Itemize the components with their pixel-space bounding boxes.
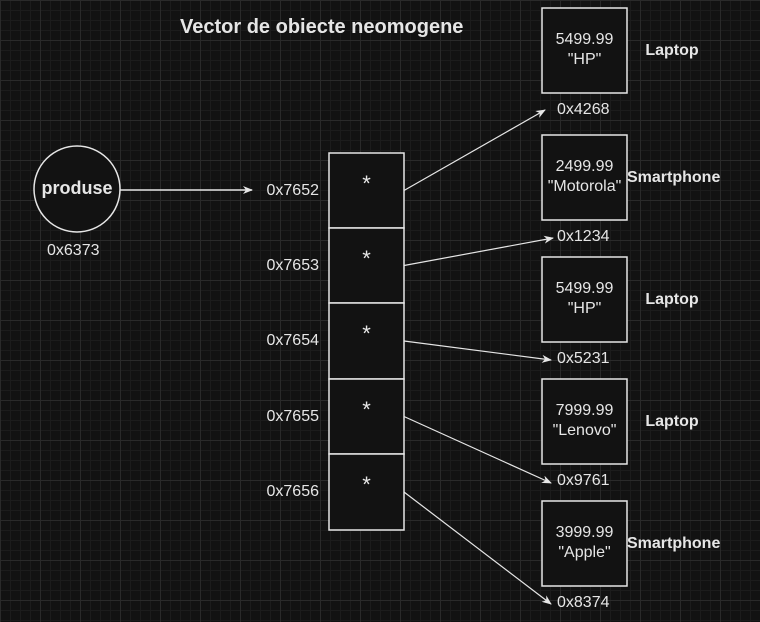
- array-cell-value: *: [362, 170, 371, 196]
- object-address: 0x5231: [557, 350, 610, 367]
- reference-arrow: [403, 109, 546, 192]
- object-box: [541, 500, 628, 587]
- object-address: 0x1234: [557, 228, 610, 245]
- object-price: 5499.99: [555, 280, 614, 297]
- array-cell: [328, 378, 405, 455]
- array-cell-value: *: [362, 396, 371, 422]
- reference-arrow: [403, 491, 552, 605]
- diagram-title: Vector de obiecte neomogene: [180, 16, 464, 38]
- array-cell-address: 0x7655: [266, 407, 320, 425]
- array-cell-value: *: [362, 321, 371, 346]
- object-box: [541, 256, 628, 343]
- array-cell: [328, 152, 405, 229]
- object-box: [541, 7, 628, 94]
- pointer-circle: [33, 145, 121, 233]
- object-box: [541, 378, 628, 465]
- object-box: [541, 134, 628, 221]
- object-price: 7999.99: [555, 402, 614, 419]
- pointer-name: produse: [41, 178, 113, 198]
- object-address: 0x4268: [557, 101, 610, 118]
- object-type: Laptop: [645, 42, 699, 59]
- object-brand: "Apple": [558, 544, 611, 561]
- object-type: Smartphone: [627, 535, 721, 552]
- object-price: 2499.99: [555, 158, 614, 175]
- object-price: 3999.99: [555, 524, 614, 541]
- object-brand: "Motorola": [547, 178, 622, 195]
- array-cell-address: 0x7654: [266, 332, 320, 349]
- pointer-address: 0x6373: [47, 242, 100, 259]
- reference-arrow: [403, 235, 554, 267]
- reference-arrow: [403, 415, 552, 484]
- array-cell-value: *: [362, 245, 371, 271]
- object-brand: "HP": [567, 300, 602, 317]
- object-address: 0x9761: [557, 472, 610, 489]
- object-type: Smartphone: [627, 169, 721, 186]
- object-brand: "HP": [567, 51, 602, 68]
- array-cell-value: *: [362, 472, 371, 497]
- reference-arrow: [403, 340, 552, 363]
- array-cell-address: 0x7653: [266, 256, 320, 274]
- object-price: 5499.99: [555, 31, 614, 48]
- object-brand: "Lenovo": [552, 422, 617, 439]
- object-address: 0x8374: [557, 594, 610, 611]
- object-type: Laptop: [645, 413, 699, 430]
- array-cell-address: 0x7652: [266, 181, 320, 199]
- array-cell-address: 0x7656: [266, 483, 320, 500]
- object-type: Laptop: [645, 291, 699, 308]
